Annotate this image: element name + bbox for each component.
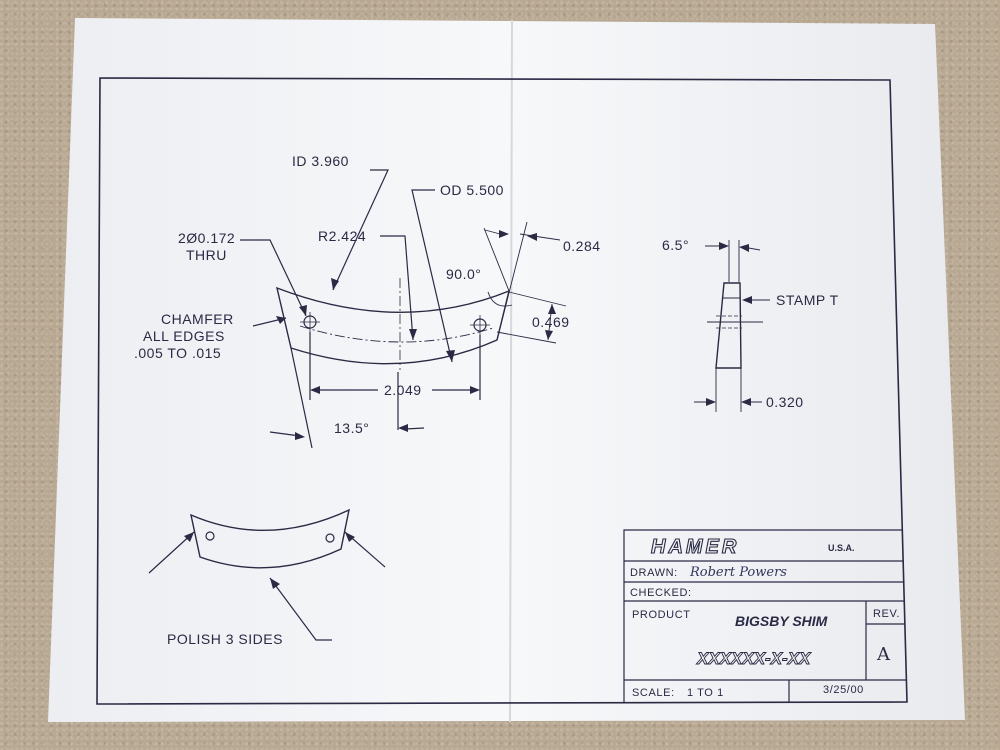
span-2049-label: 2.049	[384, 382, 422, 398]
side-angle-label: 6.5°	[662, 237, 689, 253]
drawn-label: DRAWN:	[630, 567, 678, 579]
checked-label: CHECKED:	[630, 587, 692, 599]
shim-centerline	[299, 325, 494, 343]
chamfer-label-line2: ALL EDGES	[143, 328, 225, 344]
chamfer-label-line1: CHAMFER	[161, 311, 234, 327]
brand-logo: HAMER	[651, 536, 739, 558]
scale-value: 1 TO 1	[687, 687, 724, 699]
rev-value: A	[876, 644, 891, 665]
shim-polish-view	[190, 508, 350, 569]
thickness-0320-label: 0.320	[766, 394, 804, 410]
angle-135-label: 13.5°	[334, 420, 369, 436]
scale-label: SCALE:	[632, 687, 675, 699]
drawing-border	[96, 77, 908, 705]
brand-suffix: U.S.A.	[828, 543, 855, 553]
angle-90-label: 90.0°	[446, 266, 481, 282]
chamfer-label-line3: .005 TO .015	[134, 345, 221, 361]
hole-leader	[240, 239, 307, 317]
od-leader	[411, 189, 453, 363]
product-name: BIGSBY SHIM	[735, 613, 828, 629]
paper-fold	[509, 19, 513, 723]
drawn-by-signature: Robert Powers	[689, 565, 787, 580]
polish-label: POLISH 3 SIDES	[167, 631, 283, 647]
height-0469-label: 0.469	[532, 314, 570, 330]
title-block	[623, 529, 906, 703]
drawing-date: 3/25/00	[823, 684, 864, 696]
rev-label: REV.	[873, 608, 900, 620]
radius-leader	[380, 235, 414, 341]
paper	[48, 18, 965, 722]
id-dimension-label: ID 3.960	[292, 153, 349, 169]
product-label: PRODUCT	[632, 609, 691, 621]
stamp-label: STAMP T	[776, 292, 839, 308]
polish-arrow-bottom	[269, 577, 332, 641]
width-0284-label: 0.284	[563, 238, 601, 254]
radius-dimension-label: R2.424	[318, 228, 366, 244]
polish-arrow-left	[148, 531, 195, 574]
id-leader	[332, 169, 389, 291]
hole-dimension-label: 2Ø0.172	[178, 230, 235, 246]
od-dimension-label: OD 5.500	[440, 182, 504, 198]
hole-thru-label: THRU	[186, 247, 227, 263]
part-number: XXXXXX-X-XX	[696, 649, 812, 668]
